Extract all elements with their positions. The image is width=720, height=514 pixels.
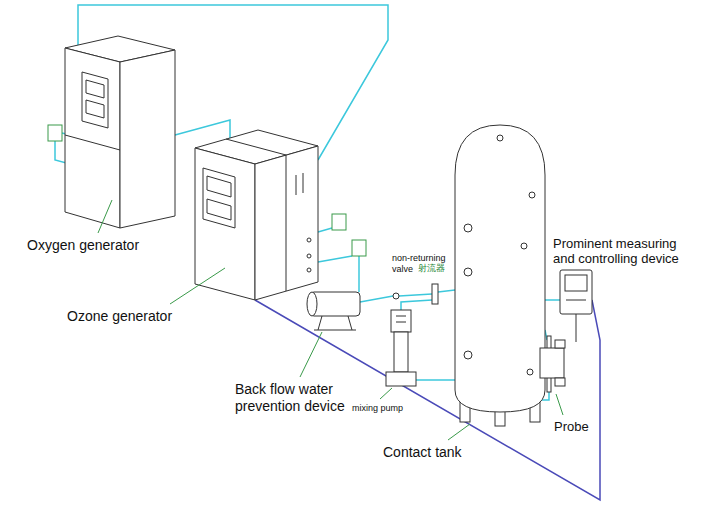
leader-line bbox=[556, 394, 563, 415]
oxygen-generator bbox=[65, 36, 175, 228]
contact-tank bbox=[455, 125, 545, 426]
display bbox=[207, 199, 231, 220]
cylinder-end bbox=[307, 292, 317, 316]
control-panel bbox=[82, 72, 108, 128]
fin bbox=[396, 322, 406, 323]
part-label: 射流器 bbox=[418, 263, 445, 274]
part-label: Probe bbox=[554, 419, 589, 434]
nozzle bbox=[529, 192, 535, 198]
tank-shell bbox=[455, 125, 545, 412]
fitting bbox=[555, 378, 565, 386]
back-flow-device bbox=[307, 292, 360, 330]
leader-line bbox=[170, 268, 225, 304]
vent-slot bbox=[303, 173, 304, 193]
pipe bbox=[175, 120, 230, 140]
fin bbox=[396, 316, 406, 317]
motor bbox=[391, 310, 411, 332]
screen bbox=[565, 275, 587, 291]
nozzle bbox=[527, 369, 533, 375]
port bbox=[307, 254, 311, 258]
fitting bbox=[555, 340, 565, 348]
display bbox=[86, 80, 104, 98]
part-label: mixing pump bbox=[352, 403, 403, 414]
cabinet-side bbox=[120, 50, 175, 228]
top-seam bbox=[226, 139, 286, 155]
part-label: Oxygen generator bbox=[27, 237, 139, 254]
pipe bbox=[318, 228, 332, 232]
nozzle bbox=[464, 351, 472, 359]
cabinet-side bbox=[255, 146, 318, 300]
leader-line bbox=[300, 332, 322, 377]
check-valve bbox=[393, 293, 399, 299]
stand bbox=[348, 316, 352, 330]
mixing-pump bbox=[386, 310, 416, 386]
pipe bbox=[358, 256, 360, 292]
vent-slot bbox=[296, 175, 297, 195]
leader-line bbox=[380, 388, 392, 399]
pipe bbox=[318, 256, 352, 262]
display bbox=[207, 176, 231, 197]
pipe bbox=[399, 294, 432, 296]
key-row bbox=[566, 300, 586, 301]
pipe bbox=[414, 379, 455, 381]
pipe bbox=[545, 299, 560, 301]
part-label: Back flow water prevention device bbox=[235, 381, 365, 415]
pump-base bbox=[386, 372, 416, 386]
part-label: Prominent measuring and controlling devi… bbox=[553, 236, 693, 266]
port bbox=[307, 238, 311, 242]
controller bbox=[560, 270, 592, 314]
part-label: Contact tank bbox=[383, 444, 462, 461]
green-box bbox=[352, 240, 366, 256]
cabinet-front bbox=[195, 148, 255, 300]
part-label: Ozone generator bbox=[67, 308, 172, 325]
green-box bbox=[332, 214, 346, 230]
leader-line bbox=[98, 200, 112, 233]
stand bbox=[318, 316, 322, 330]
ozone-generator bbox=[195, 130, 318, 300]
pipe bbox=[438, 290, 455, 292]
control-panel bbox=[203, 168, 235, 228]
green-box bbox=[48, 125, 62, 141]
display bbox=[86, 100, 104, 118]
ejector bbox=[432, 284, 438, 304]
pump-body bbox=[394, 332, 408, 372]
cable bbox=[576, 314, 577, 342]
nozzle bbox=[521, 243, 527, 249]
nozzle bbox=[497, 135, 503, 141]
port bbox=[307, 268, 311, 272]
pipe bbox=[360, 296, 393, 302]
leader-line bbox=[448, 424, 470, 440]
pipe bbox=[401, 300, 432, 310]
controller-box bbox=[560, 270, 592, 314]
probe-assembly bbox=[540, 336, 565, 392]
probe-holder bbox=[540, 348, 564, 378]
side-seam bbox=[286, 155, 287, 291]
panel-seam bbox=[65, 135, 120, 150]
nozzle bbox=[464, 268, 472, 276]
nozzle bbox=[464, 224, 472, 232]
stand bbox=[314, 330, 356, 331]
